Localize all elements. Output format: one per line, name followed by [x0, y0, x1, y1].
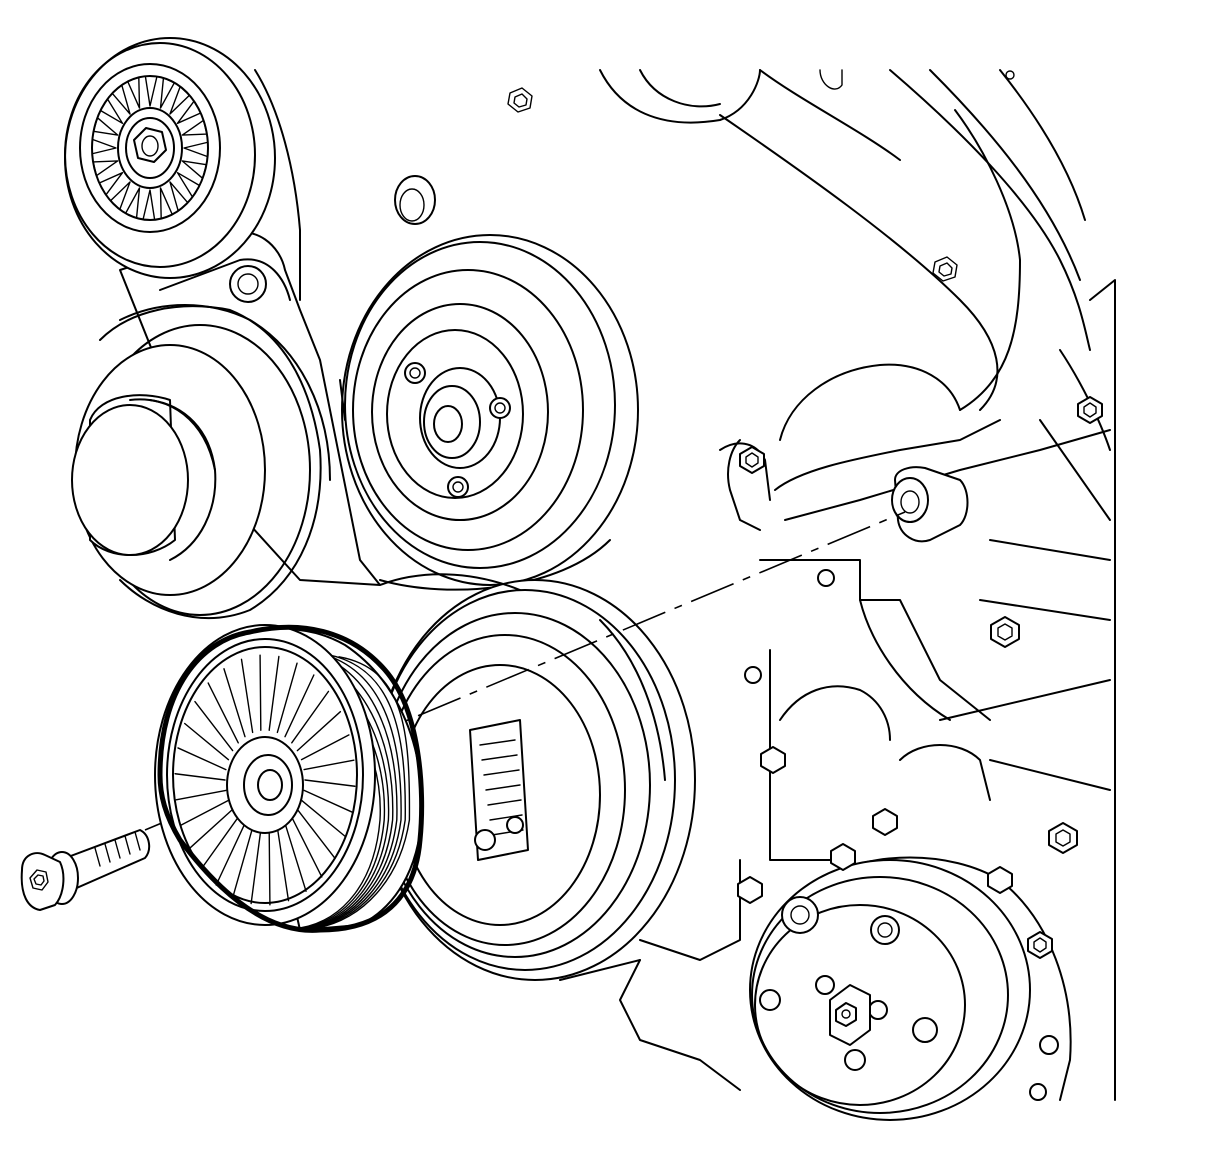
idler-spoke — [175, 789, 227, 801]
tensioner-spoke — [144, 75, 158, 107]
tensioner-mount-boss — [891, 466, 969, 543]
idler-spoke — [259, 654, 262, 731]
idler-spoke — [304, 779, 356, 787]
tensioner-spoke — [176, 100, 202, 125]
idler-spoke — [207, 682, 239, 744]
idler-spoke — [200, 816, 239, 870]
idler-groove — [311, 651, 402, 929]
engine-front-cover — [394, 69, 1116, 1101]
idler-spoke — [291, 690, 330, 744]
tensioner-spoke — [109, 181, 131, 211]
idler-groove — [316, 656, 411, 929]
idler-spoke — [177, 747, 227, 771]
idler-spoke — [184, 722, 230, 761]
idler-spoke — [300, 799, 346, 838]
power-steering-pulley — [71, 304, 331, 619]
mounting-bolts — [737, 396, 1103, 1101]
idler-spoke — [174, 773, 226, 781]
idler-spoke — [268, 655, 280, 731]
idler-spoke — [276, 662, 298, 734]
tensioner-spoke — [176, 171, 201, 198]
tensioner-spoke — [92, 160, 119, 177]
tensioner-spoke — [169, 85, 191, 115]
idler-spoke — [232, 826, 254, 898]
idler-spoke — [223, 668, 246, 738]
idler-spoke — [291, 816, 323, 878]
tensioner-spoke — [183, 141, 209, 158]
tensioner-spoke — [92, 117, 119, 136]
idler-spoke — [284, 674, 315, 738]
water-pump-pulley — [339, 234, 639, 591]
tensioner-spoke — [169, 181, 189, 212]
idler-groove — [302, 648, 398, 929]
tensioner-spoke — [159, 187, 173, 220]
tensioner-spoke — [127, 76, 141, 109]
idler-spoke — [215, 822, 246, 886]
idler-groove — [313, 653, 406, 929]
tensioner-spoke — [111, 84, 131, 115]
idler-spoke — [194, 700, 234, 752]
idler-spoke — [303, 759, 355, 771]
tensioner-spoke — [99, 98, 124, 125]
tensioner-spoke — [142, 189, 156, 221]
crankshaft-balancer — [374, 573, 696, 981]
idler-spoke — [300, 734, 350, 761]
tensioner-spoke — [181, 119, 208, 136]
tensioner-spoke — [91, 138, 117, 155]
idler-spoke — [296, 808, 336, 860]
idler-spoke — [268, 829, 271, 906]
idler-spoke — [276, 826, 290, 902]
idler-spoke — [250, 829, 262, 905]
idler-spoke — [296, 710, 342, 752]
idler-spoke — [188, 808, 234, 850]
tensioner-spoke — [124, 187, 141, 219]
tensioner-spoke — [98, 171, 124, 196]
ac-compressor-clutch — [749, 856, 1072, 1121]
tensioner-spoke — [181, 160, 208, 179]
idler-spoke — [284, 822, 307, 892]
idler-spoke — [303, 789, 353, 813]
tensioner-spoke — [159, 77, 176, 109]
idler-spoke — [180, 799, 230, 826]
idler-pulley — [154, 624, 425, 933]
pulley-bolt — [20, 829, 151, 911]
idler-spoke — [240, 658, 254, 734]
